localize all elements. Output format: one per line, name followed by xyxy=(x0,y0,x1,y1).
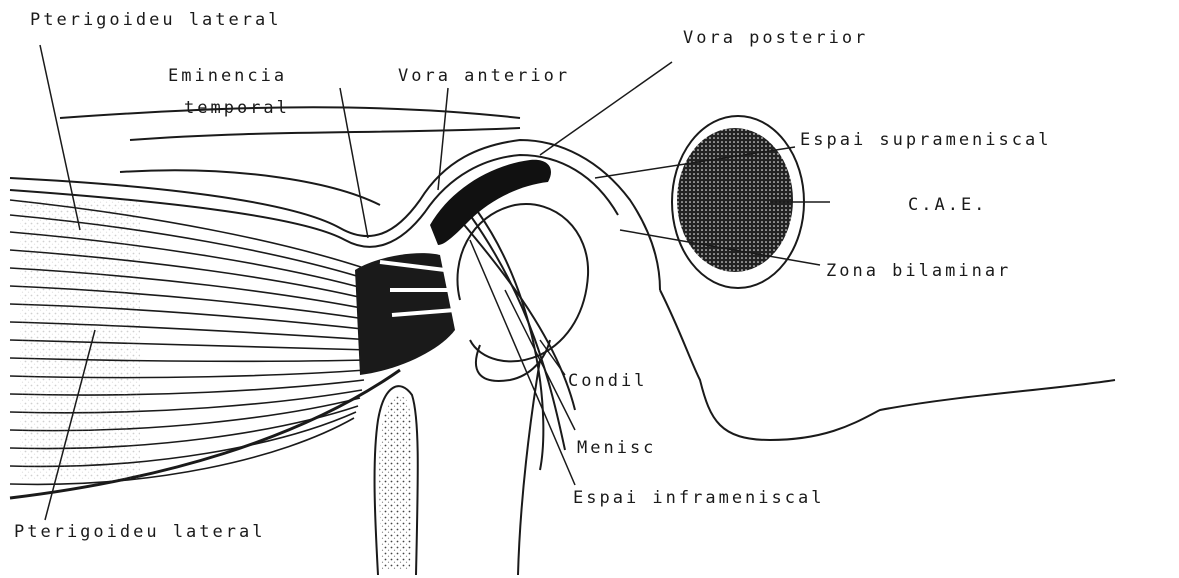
skull-line-3 xyxy=(120,170,380,205)
label-espai-inframeniscal: Espai inframeniscal xyxy=(573,490,824,507)
skull-line-2 xyxy=(130,128,520,140)
skull-line-upper xyxy=(60,107,520,118)
label-espai-suprameniscal: Espai suprameniscal xyxy=(800,132,1051,149)
muscle-stipple xyxy=(20,200,140,480)
label-vora-posterior: Vora posterior xyxy=(683,30,868,47)
label-pterigoideu-lateral-top: Pterigoideu lateral xyxy=(30,12,281,29)
menisc-line-3 xyxy=(478,212,543,470)
styloid-fill xyxy=(379,396,412,570)
label-vora-anterior: Vora anterior xyxy=(398,68,570,85)
label-eminencia: Eminencia xyxy=(168,68,287,85)
label-zona-bilaminar: Zona bilaminar xyxy=(826,263,1011,280)
label-menisc: Menisc xyxy=(577,440,656,457)
condyle-head xyxy=(457,204,588,361)
label-cae: C.A.E. xyxy=(908,197,987,214)
label-temporal: temporal xyxy=(184,100,290,117)
posterior-border xyxy=(660,290,1115,440)
ramus-border xyxy=(518,360,540,575)
label-pterigoideu-lateral-bottom: Pterigoideu lateral xyxy=(14,524,265,541)
label-condil: Condil xyxy=(568,373,647,390)
